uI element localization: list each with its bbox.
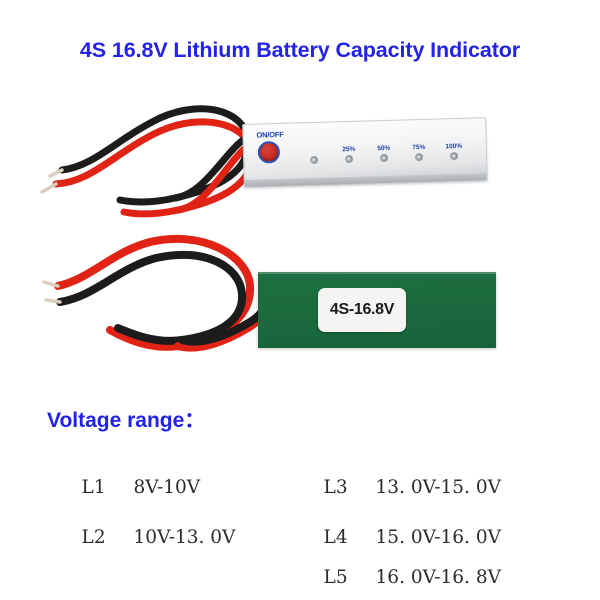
- voltage-range-l5: 16. 0V-16. 8V: [375, 567, 501, 588]
- led-indicator-25: 25%: [342, 146, 355, 164]
- led-dot-50: [380, 153, 389, 163]
- led-dot-0: [310, 155, 319, 165]
- voltage-level-l1: L1: [81, 477, 106, 498]
- pcb-sticker: 4S-16.8V: [318, 288, 406, 332]
- led-label-75: 75%: [412, 143, 426, 152]
- voltage-level-l3: L3: [323, 477, 348, 498]
- bottom-board-wires: [42, 234, 268, 352]
- voltage-range-heading: Voltage range：: [47, 409, 206, 432]
- led-indicator-75: 75%: [412, 144, 425, 162]
- top-board-wires: [40, 105, 256, 218]
- capacity-indicator-board: ON/OFF 25% 50% 75% 100%: [242, 117, 488, 188]
- voltage-range-l1: 8V-10V: [133, 477, 201, 498]
- led-dot-100: [449, 151, 459, 161]
- voltage-row-l5: L5 16. 0V-16. 8V: [300, 546, 501, 600]
- voltage-row-l3: L3 13. 0V-15. 0V: [300, 456, 501, 519]
- voltage-range-l2: 10V-13. 0V: [133, 527, 236, 548]
- led-indicator-50: 50%: [377, 145, 390, 163]
- led-label-25: 25%: [342, 145, 356, 154]
- voltage-range-l4: 15. 0V-16. 0V: [375, 527, 501, 548]
- led-indicator-100: 100%: [445, 143, 462, 161]
- page-title: 4S 16.8V Lithium Battery Capacity Indica…: [79, 38, 521, 62]
- voltage-row-l1: L1 8V-10V: [58, 456, 201, 519]
- voltage-level-l4: L4: [323, 527, 348, 548]
- voltage-row-l2: L2 10V-13. 0V: [58, 506, 236, 569]
- onoff-label: ON/OFF: [256, 129, 284, 140]
- led-label-100: 100%: [445, 142, 463, 151]
- led-dot-25: [345, 154, 354, 164]
- onoff-button[interactable]: [257, 140, 281, 164]
- pcb-board: 4S-16.8V: [258, 272, 496, 348]
- voltage-level-l5: L5: [323, 567, 348, 588]
- led-dot-75: [414, 152, 424, 162]
- voltage-level-l2: L2: [81, 527, 106, 548]
- voltage-range-l3: 13. 0V-15. 0V: [375, 477, 501, 498]
- led-indicator-0: [308, 155, 320, 165]
- led-label-50: 50%: [377, 144, 391, 153]
- voltage-row-l4: L4 15. 0V-16. 0V: [300, 506, 501, 569]
